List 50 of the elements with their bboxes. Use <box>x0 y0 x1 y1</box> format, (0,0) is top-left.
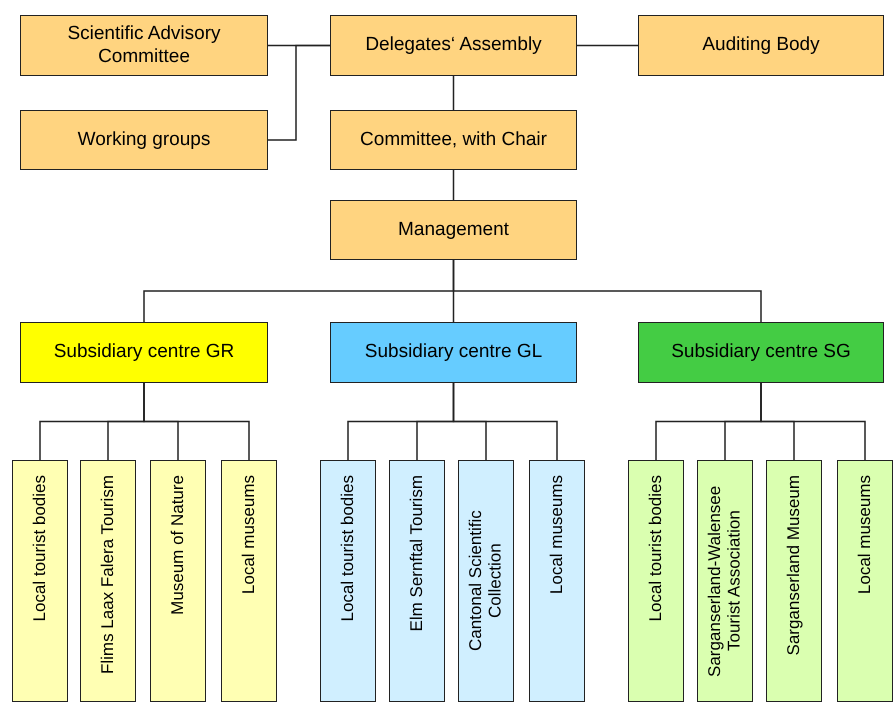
box-label: Auditing Body <box>702 34 820 57</box>
box-label: Elm Sernftal Tourism <box>407 475 427 632</box>
box-label: Local museums <box>855 475 875 594</box>
box-label: Committee, with Chair <box>360 128 547 152</box>
box-label: Management <box>398 218 509 242</box>
org-box <box>20 110 268 170</box>
box-label: Subsidiary centre GL <box>364 341 542 364</box>
box-label: Cantonal Scientific Collection <box>466 510 506 654</box>
member-box <box>320 460 376 702</box>
org-box <box>638 15 884 76</box>
box-label: Scientific Advisory Committee <box>66 22 222 68</box>
member-box <box>628 460 684 702</box>
connector-line <box>577 44 638 46</box>
centre-box <box>638 322 884 383</box>
box-label: Local tourist bodies <box>30 475 50 622</box>
box-label: Museum of Nature <box>168 475 188 615</box>
member-box <box>837 460 893 702</box>
centre-box <box>20 322 268 383</box>
box-label: Delegates‘ Assembly <box>365 34 542 57</box>
member-box <box>389 460 445 702</box>
org-box <box>20 15 268 76</box>
connector-line <box>452 260 762 322</box>
connector-line <box>452 170 454 200</box>
box-label: Local tourist bodies <box>338 475 358 622</box>
box-label: Local tourist bodies <box>646 475 666 622</box>
member-box <box>529 460 585 702</box>
member-box <box>697 460 753 702</box>
box-label: Subsidiary centre GR <box>54 341 234 364</box>
centre-box <box>330 322 577 383</box>
box-label: Local museums <box>547 475 567 594</box>
org-box <box>330 200 577 260</box>
connector-line <box>268 44 330 141</box>
connector-line <box>452 383 558 460</box>
member-box <box>80 460 136 702</box>
box-label: Local museums <box>239 475 259 594</box>
connector-line <box>760 383 866 460</box>
member-box <box>458 460 514 702</box>
member-box <box>766 460 822 702</box>
box-label: Sarganserland-Walensee Tourist Association <box>705 484 745 679</box>
org-box <box>330 15 577 76</box>
connector-line <box>452 76 454 110</box>
box-label: Subsidiary centre SG <box>671 341 851 364</box>
member-box <box>150 460 206 702</box>
member-box <box>12 460 68 702</box>
connector-line <box>143 383 250 460</box>
box-label: Flims Laax Falera Tourism <box>98 475 118 674</box>
org-box <box>330 110 577 170</box>
box-label: Sarganserland Museum <box>784 475 804 656</box>
member-box <box>221 460 277 702</box>
box-label: Working groups <box>78 128 210 152</box>
